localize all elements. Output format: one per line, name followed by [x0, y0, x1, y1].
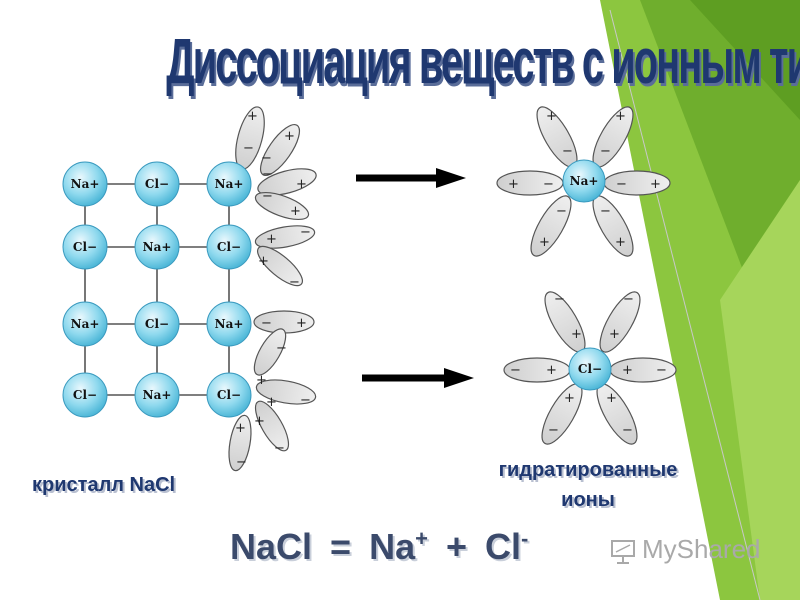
- svg-text:Cl−: Cl−: [578, 362, 602, 376]
- svg-text:+: +: [650, 177, 661, 192]
- svg-text:+: +: [256, 373, 267, 388]
- lattice-ion-r0c0: Na+: [62, 161, 108, 207]
- svg-text:+: +: [539, 235, 550, 250]
- lattice-ion-r1c1: Na+: [134, 224, 180, 270]
- svg-text:+: +: [564, 391, 575, 406]
- svg-text:−: −: [236, 455, 247, 470]
- svg-text:Na+: Na+: [71, 177, 100, 191]
- svg-text:−: −: [554, 292, 565, 307]
- svg-text:−: −: [262, 189, 273, 204]
- svg-text:Na+: Na+: [570, 174, 599, 188]
- svg-text:−: −: [261, 151, 272, 166]
- equation-equals: =: [330, 526, 352, 567]
- svg-text:+: +: [284, 129, 295, 144]
- lattice-ion-r1c0: Cl−: [62, 224, 108, 270]
- lattice-water-molecules: [228, 106, 317, 472]
- presentation-icon: [611, 540, 635, 564]
- cl-hydration-shell: [503, 291, 677, 445]
- svg-text:Cl−: Cl−: [217, 240, 241, 254]
- svg-text:−: −: [300, 393, 311, 408]
- svg-text:+: +: [546, 363, 557, 378]
- svg-text:−: −: [656, 363, 667, 378]
- svg-text:−: −: [556, 204, 567, 219]
- crystal-caption: кристалл NaCl: [32, 474, 176, 496]
- svg-text:−: −: [261, 316, 272, 331]
- hydrated-caption-line2: ионы: [561, 489, 615, 511]
- lattice-ion-r3c2: Cl−: [206, 372, 252, 418]
- lattice-ion-r1c2: Cl−: [206, 224, 252, 270]
- green-decoration: [600, 0, 800, 600]
- equation-lhs: NaCl: [230, 526, 313, 567]
- svg-text:−: −: [548, 423, 559, 438]
- svg-text:−: −: [600, 144, 611, 159]
- svg-text:Cl−: Cl−: [73, 240, 97, 254]
- svg-text:+: +: [615, 109, 626, 124]
- svg-text:−: −: [276, 341, 287, 356]
- svg-text:+: +: [622, 363, 633, 378]
- lattice-ion-r2c0: Na+: [62, 301, 108, 347]
- svg-text:+: +: [296, 177, 307, 192]
- svg-text:Cl−: Cl−: [217, 388, 241, 402]
- svg-text:−: −: [274, 441, 285, 456]
- svg-text:+: +: [546, 109, 557, 124]
- svg-text:−: −: [622, 423, 633, 438]
- hydrated-ions-caption: гидратированные ионы: [468, 455, 708, 515]
- equation-plus: +: [446, 526, 468, 567]
- svg-text:+: +: [290, 204, 301, 219]
- water-charge-signs: +− +− +− +− +− +− −+ −+ +− +− +− +− +− +…: [235, 109, 667, 470]
- svg-text:Cl−: Cl−: [145, 177, 169, 191]
- hydrated-na-ion: Na+: [562, 159, 606, 203]
- svg-text:+: +: [606, 391, 617, 406]
- svg-text:−: −: [262, 167, 273, 182]
- svg-text:+: +: [258, 254, 269, 269]
- svg-text:+: +: [266, 232, 277, 247]
- svg-text:Na+: Na+: [143, 388, 172, 402]
- dissociation-arrows: [356, 168, 474, 388]
- svg-text:−: −: [243, 141, 254, 156]
- svg-text:+: +: [266, 395, 277, 410]
- svg-text:−: −: [600, 204, 611, 219]
- watermark-text: MyShared: [642, 534, 761, 564]
- svg-text:+: +: [235, 421, 246, 436]
- lattice-ion-r0c2: Na+: [206, 161, 252, 207]
- equation-cl: Cl: [485, 526, 522, 567]
- svg-text:+: +: [615, 235, 626, 250]
- svg-text:+: +: [508, 177, 519, 192]
- svg-text:Cl−: Cl−: [145, 317, 169, 331]
- svg-text:Na+: Na+: [215, 177, 244, 191]
- svg-text:−: −: [289, 275, 300, 290]
- dissociation-equation: NaCl = Na+ + Cl-: [230, 526, 528, 568]
- svg-text:+: +: [609, 327, 620, 342]
- svg-text:+: +: [254, 414, 265, 429]
- svg-text:−: −: [543, 177, 554, 192]
- svg-text:−: −: [562, 144, 573, 159]
- lattice-ion-r3c1: Na+: [134, 372, 180, 418]
- svg-text:−: −: [300, 225, 311, 240]
- svg-text:+: +: [247, 109, 258, 124]
- svg-text:−: −: [510, 363, 521, 378]
- svg-text:+: +: [296, 316, 307, 331]
- equation-na: Na: [369, 526, 416, 567]
- hydrated-caption-line1: гидратированные: [498, 459, 678, 481]
- svg-text:−: −: [616, 177, 627, 192]
- svg-text:Na+: Na+: [143, 240, 172, 254]
- svg-text:−: −: [623, 292, 634, 307]
- equation-na-charge: +: [415, 526, 428, 551]
- svg-text:Na+: Na+: [215, 317, 244, 331]
- lattice-ion-r3c0: Cl−: [62, 372, 108, 418]
- equation-cl-charge: -: [521, 526, 529, 551]
- lattice-ion-r0c1: Cl−: [134, 161, 180, 207]
- lattice-ion-r2c2: Na+: [206, 301, 252, 347]
- lattice-ion-r2c1: Cl−: [134, 301, 180, 347]
- svg-text:Cl−: Cl−: [73, 388, 97, 402]
- hydrated-cl-ion: Cl−: [568, 347, 612, 391]
- svg-text:Na+: Na+: [71, 317, 100, 331]
- svg-text:+: +: [571, 327, 582, 342]
